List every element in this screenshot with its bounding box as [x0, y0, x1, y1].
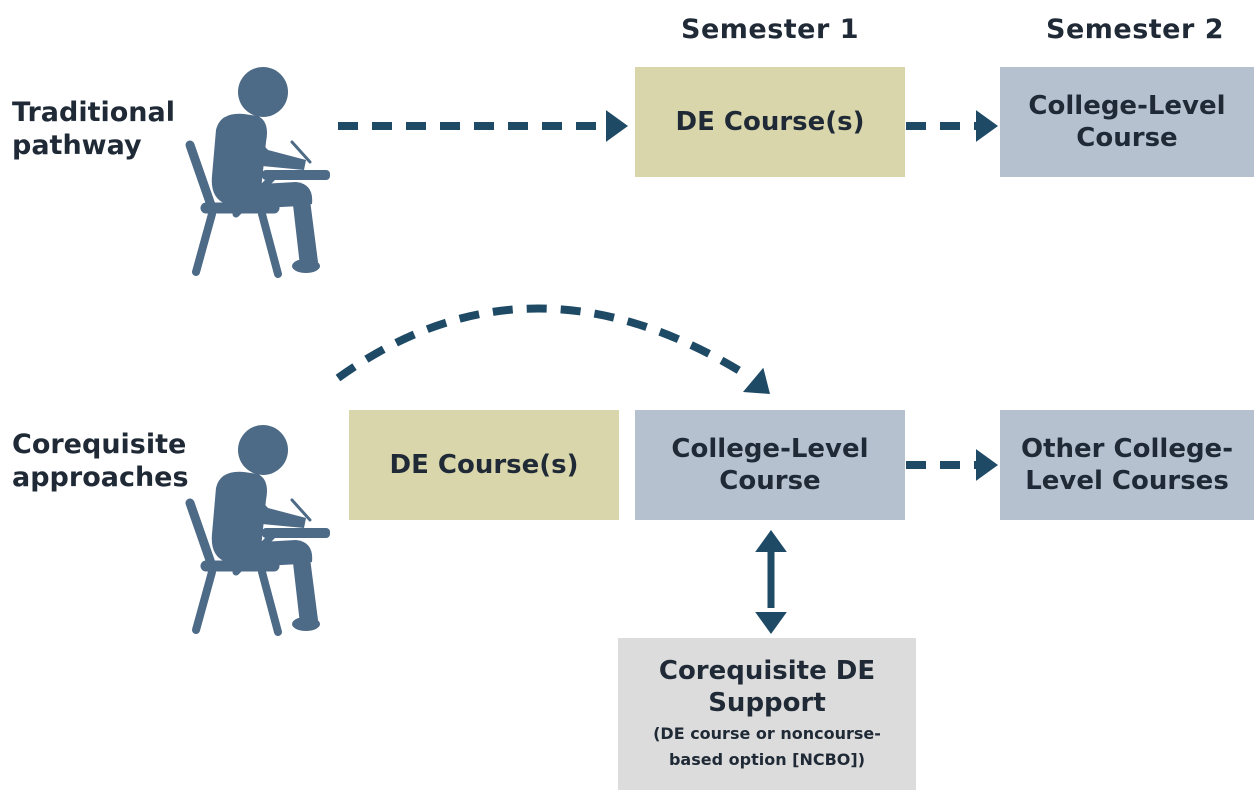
- traditional-college-course-label: College-Level Course: [1028, 91, 1226, 153]
- semester-1-header: Semester 1: [681, 14, 859, 45]
- traditional-de-course-box: DE Course(s): [635, 67, 905, 177]
- traditional-de-course-label: DE Course(s): [675, 107, 865, 137]
- traditional-college-course-box: College-Level Course: [1000, 67, 1254, 177]
- other-college-courses-box: Other College- Level Courses: [1000, 410, 1254, 520]
- corequisite-de-course-label: DE Course(s): [389, 450, 579, 480]
- traditional-student-icon: [190, 67, 330, 274]
- semester-2-header: Semester 2: [1046, 14, 1224, 45]
- skip-arrow-curve: [335, 304, 751, 382]
- other-college-courses-label: Other College- Level Courses: [1021, 434, 1233, 496]
- corequisite-approaches-label: Corequisite approaches: [12, 429, 189, 493]
- corequisite-college-course-label: College-Level Course: [671, 434, 869, 496]
- corequisite-support-title: Corequisite DE Support: [658, 656, 876, 718]
- skip-arrow-head: [742, 367, 770, 394]
- traditional-pathway-label: Traditional pathway: [12, 97, 175, 161]
- corequisite-support-note: (DE course or noncourse- based option [N…: [653, 724, 881, 769]
- corequisite-support-box: Corequisite DE Support (DE course or non…: [618, 638, 916, 790]
- corequisite-de-course-box: DE Course(s): [349, 410, 619, 520]
- corequisite-student-icon: [190, 425, 330, 632]
- support-arrow-head-down: [755, 612, 787, 634]
- corequisite-arrow-head: [976, 449, 998, 481]
- traditional-arrow-head-2: [976, 110, 998, 142]
- traditional-arrow-head-1: [606, 110, 628, 142]
- corequisite-college-course-box: College-Level Course: [635, 410, 905, 520]
- support-arrow-head-up: [755, 530, 787, 552]
